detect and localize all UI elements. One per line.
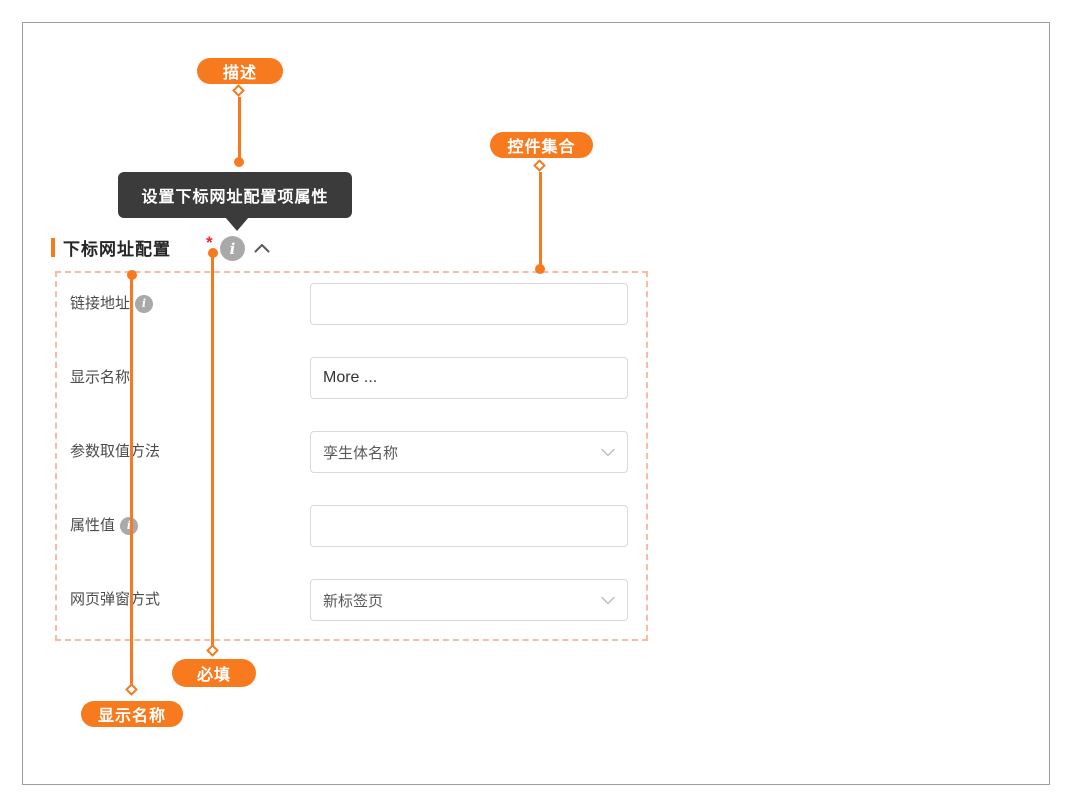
- callout-description: 描述: [197, 58, 283, 84]
- link-address-input[interactable]: [310, 283, 628, 325]
- callout-label: 控件集合: [507, 139, 576, 156]
- field-label-param-method: 参数取值方法: [70, 441, 160, 463]
- tooltip: 设置下标网址配置项属性: [118, 172, 352, 218]
- tooltip-text: 设置下标网址配置项属性: [141, 189, 329, 206]
- info-icon-glyph: i: [141, 297, 147, 310]
- attribute-value-info-icon[interactable]: i: [120, 515, 139, 537]
- callout-required-line: [211, 252, 214, 648]
- info-icon-glyph: i: [229, 239, 236, 258]
- info-icon-glyph: i: [127, 515, 131, 537]
- param-method-select[interactable]: 孪生体名称: [310, 431, 628, 473]
- callout-widget-set-line: [539, 172, 542, 266]
- field-label-link-address: 链接地址 i: [70, 293, 154, 315]
- display-name-input[interactable]: [310, 357, 628, 399]
- label-text: 网页弹窗方式: [70, 591, 161, 608]
- label-text: 参数取值方法: [70, 443, 161, 460]
- callout-display-name-line: [130, 274, 133, 686]
- callout-label: 显示名称: [97, 708, 166, 725]
- group-title: 下标网址配置: [63, 240, 171, 259]
- popup-mode-select[interactable]: 新标签页: [310, 579, 628, 621]
- collapse-chevron-up-icon[interactable]: [254, 243, 270, 253]
- label-text: 链接地址: [70, 295, 131, 312]
- tooltip-pointer: [225, 217, 249, 231]
- label-text: 属性值: [70, 517, 116, 534]
- field-label-attribute-value: 属性值 i: [70, 515, 139, 537]
- callout-description-line: [238, 97, 241, 159]
- field-label-display-name: 显示名称: [70, 367, 130, 389]
- field-label-popup-mode: 网页弹窗方式: [70, 589, 160, 611]
- callout-required: 必填: [172, 659, 256, 687]
- callout-label: 描述: [222, 65, 257, 82]
- chevron-down-icon: [601, 596, 615, 604]
- callout-label: 必填: [196, 667, 231, 684]
- required-asterisk: *: [206, 233, 213, 252]
- link-address-info-icon[interactable]: i: [135, 295, 154, 313]
- label-text: 显示名称: [70, 369, 131, 386]
- widget-group-outline: [55, 271, 648, 641]
- callout-widget-set-dot: [535, 264, 545, 274]
- group-info-icon[interactable]: i: [220, 236, 245, 261]
- select-value: 新标签页: [323, 592, 384, 610]
- title-accent-bar: [51, 238, 55, 257]
- attribute-value-input[interactable]: [310, 505, 628, 547]
- select-value: 孪生体名称: [323, 444, 399, 462]
- callout-display-name: 显示名称: [81, 701, 183, 727]
- callout-description-dot: [234, 157, 244, 167]
- callout-widget-set: 控件集合: [490, 132, 593, 158]
- chevron-down-icon: [601, 448, 615, 456]
